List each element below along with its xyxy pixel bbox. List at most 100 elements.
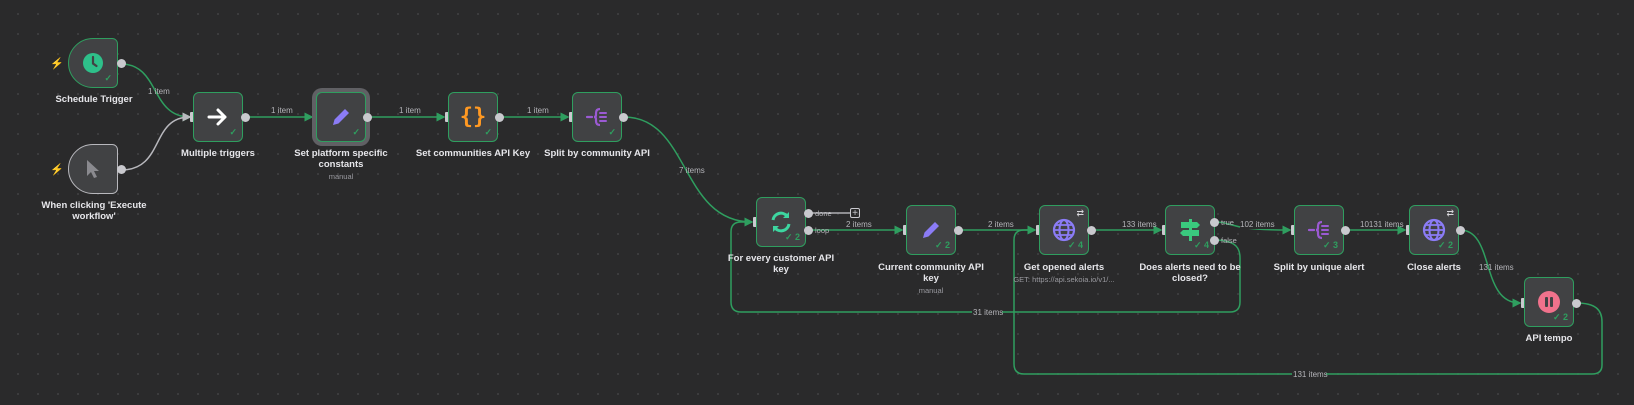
output-port[interactable] <box>495 113 504 122</box>
input-port[interactable] <box>569 112 574 122</box>
edge-label: 131 items <box>1292 369 1328 379</box>
output-port[interactable] <box>117 165 126 174</box>
node-label-line: For every customer API <box>727 253 835 264</box>
edge-if-true-splitunique[interactable] <box>1213 221 1292 235</box>
edge-label: 1 item <box>148 87 170 96</box>
input-port[interactable] <box>903 225 908 235</box>
svg-text:10131 items: 10131 items <box>1360 220 1404 229</box>
output-port[interactable] <box>954 226 963 235</box>
pencil-icon <box>330 106 352 128</box>
input-port[interactable] <box>1291 225 1296 235</box>
node-label: Multiple triggers <box>181 148 255 159</box>
node-set-communities-api-key[interactable]: {} ✓ <box>448 92 498 142</box>
edge-split-loop[interactable] <box>623 116 754 227</box>
svg-text:2 items: 2 items <box>846 220 872 229</box>
node-split-by-unique-alert[interactable]: ✓ 3 <box>1294 205 1344 255</box>
input-port[interactable] <box>1036 225 1041 235</box>
node-label: API tempo <box>1525 333 1573 344</box>
globe-icon <box>1422 218 1446 242</box>
success-check-icon: ✓ <box>104 73 112 83</box>
edge-label: 7 items <box>679 166 705 175</box>
node-label-line: closed? <box>1172 273 1208 284</box>
node-manual-trigger[interactable] <box>68 144 118 194</box>
input-port[interactable] <box>1162 225 1167 235</box>
output-port[interactable] <box>117 59 126 68</box>
node-label-line: Does alerts need to be <box>1139 262 1241 273</box>
node-get-opened-alerts[interactable]: ⇄ ✓ 4 <box>1039 205 1089 255</box>
run-count: 2 <box>1562 312 1568 322</box>
output-port[interactable] <box>619 113 628 122</box>
node-split-by-community-api[interactable]: ✓ <box>572 92 622 142</box>
success-check-icon: ✓ <box>608 127 616 137</box>
svg-text:102 items: 102 items <box>1240 220 1275 229</box>
edge-label: 2 items <box>846 220 872 229</box>
edge-tempo-getalerts[interactable] <box>1013 229 1603 375</box>
node-current-community-api-key[interactable]: ✓ 2 <box>906 205 956 255</box>
output-port-loop[interactable] <box>804 226 813 235</box>
output-label-done: done <box>815 209 832 218</box>
edge-close-tempo[interactable] <box>1459 229 1522 308</box>
split-out-icon <box>1307 219 1331 241</box>
input-port[interactable] <box>753 217 758 227</box>
output-port[interactable] <box>363 113 372 122</box>
node-label-line: workflow' <box>72 211 116 222</box>
braces-icon: {} <box>459 104 487 130</box>
arrow-right-icon <box>207 107 229 127</box>
input-port[interactable] <box>445 112 450 122</box>
svg-text:131 items: 131 items <box>1479 263 1514 272</box>
output-port-false[interactable] <box>1210 236 1219 245</box>
split-out-icon <box>585 106 609 128</box>
retry-icon: ⇄ <box>1446 208 1454 218</box>
edge-label: 1 item <box>527 106 549 115</box>
input-port[interactable] <box>1406 225 1411 235</box>
input-port[interactable] <box>313 112 318 122</box>
node-multiple-triggers[interactable]: ✓ <box>193 92 243 142</box>
node-schedule-trigger[interactable]: ✓ <box>68 38 118 88</box>
node-set-platform-constants[interactable]: ✓ <box>316 92 366 142</box>
edge-manual-multiple[interactable] <box>120 112 192 171</box>
node-subtitle: manual <box>328 172 354 181</box>
output-port[interactable] <box>1087 226 1096 235</box>
node-api-tempo[interactable]: ✓ 2 <box>1524 277 1574 327</box>
node-subtitle: manual <box>918 286 944 295</box>
node-if-alerts-need-closing[interactable]: ✓ 4 <box>1165 205 1215 255</box>
globe-icon <box>1052 218 1076 242</box>
output-port[interactable] <box>1456 226 1465 235</box>
output-port-done[interactable] <box>804 209 813 218</box>
edge-schedule-multiple[interactable] <box>120 63 192 122</box>
trigger-bolt-icon: ⚡ <box>50 164 64 176</box>
success-check-icon: ✓ <box>352 127 360 137</box>
svg-text:2 items: 2 items <box>988 220 1014 229</box>
output-port[interactable] <box>1341 226 1350 235</box>
node-subtitle: GET: https://api.sekoia.io/v1/... <box>1013 275 1115 284</box>
output-port[interactable] <box>1572 299 1581 308</box>
svg-text:1 item: 1 item <box>148 87 170 96</box>
input-port[interactable] <box>1521 298 1526 308</box>
svg-text:133 items: 133 items <box>1122 220 1157 229</box>
edge-label: 1 item <box>271 106 293 115</box>
node-label: Set communities API Key <box>415 148 531 159</box>
edge-if-false-loop[interactable] <box>730 221 1241 313</box>
run-count: 2 <box>944 240 950 250</box>
trigger-bolt-icon: ⚡ <box>50 58 64 70</box>
loop-icon <box>768 209 794 235</box>
add-node-button[interactable]: + <box>850 208 860 219</box>
run-count: 4 <box>1203 240 1209 250</box>
svg-text:31 items: 31 items <box>973 308 1003 317</box>
edge-label: 10131 items <box>1360 220 1404 229</box>
input-port[interactable] <box>190 112 195 122</box>
run-count: 2 <box>1447 240 1453 250</box>
node-close-alerts[interactable]: ⇄ ✓ 2 <box>1409 205 1459 255</box>
output-port[interactable] <box>241 113 250 122</box>
node-for-every-customer-api-key[interactable]: ✓ 2 <box>756 197 806 247</box>
output-label-false: false <box>1221 236 1237 245</box>
pencil-icon <box>920 219 942 241</box>
output-port-true[interactable] <box>1210 218 1219 227</box>
run-count: 3 <box>1332 240 1338 250</box>
run-count-badge: ✓ 2 <box>784 232 800 242</box>
